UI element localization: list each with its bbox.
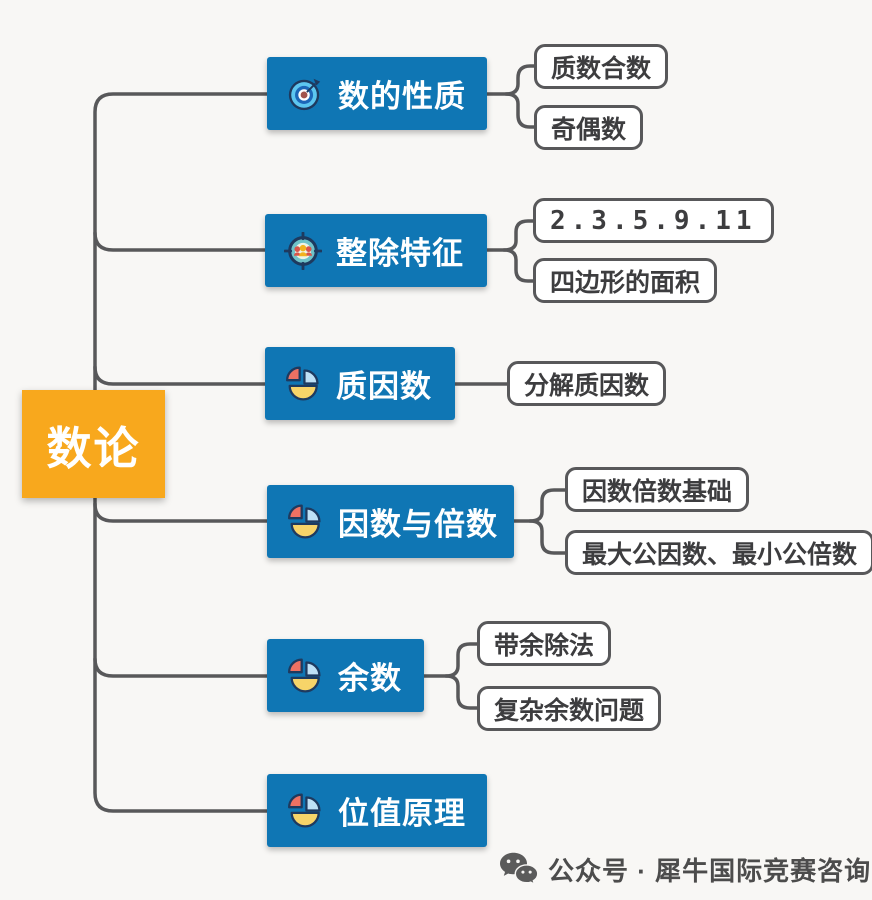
watermark-label: 公众号 · 犀牛国际竞赛咨询 (548, 855, 872, 886)
leaf-node-gcf-lcm[interactable]: 最大公因数、最小公倍数 (565, 530, 872, 575)
leaf-node-odd-even[interactable]: 奇偶数 (534, 105, 644, 150)
leaf-label: 最大公因数、最小公倍数 (582, 540, 858, 569)
branch-label: 整除特征 (336, 236, 464, 271)
child-link-1b (504, 92, 536, 129)
child-link-5a (422, 642, 479, 678)
pie-chart-icon (287, 793, 321, 828)
leaf-node-quadrilateral-area[interactable]: 四边形的面积 (533, 258, 718, 303)
leaf-label: 复杂余数问题 (494, 696, 645, 725)
leaf-label: 带余除法 (494, 631, 595, 660)
leaf-label: 奇偶数 (551, 115, 627, 144)
root-label: 数论 (46, 422, 141, 474)
branch-node-divisibility-rules[interactable]: 整除特征 (265, 214, 487, 287)
branch-node-remainders[interactable]: 余数 (267, 639, 424, 712)
leaf-label: 分解质因数 (524, 371, 650, 400)
branch-label: 质因数 (336, 369, 432, 404)
branch-line-3 (93, 365, 267, 386)
child-link-4b (528, 519, 567, 555)
pie-chart-icon (285, 366, 319, 401)
leaf-node-complex-remainder-problems[interactable]: 复杂余数问题 (477, 686, 662, 731)
leaf-label: 四边形的面积 (550, 268, 701, 297)
target-people-icon (284, 231, 322, 270)
branch-node-place-value[interactable]: 位值原理 (267, 774, 487, 847)
child-link-2a (485, 219, 535, 252)
branch-label: 数的性质 (338, 79, 466, 114)
branch-line-5 (93, 657, 269, 678)
branch-label: 位值原理 (338, 796, 466, 831)
wechat-icon (500, 852, 538, 886)
leaf-label: 质数合数 (551, 54, 652, 83)
child-link-1a (485, 64, 536, 96)
child-link-4a (512, 488, 567, 523)
branch-node-factors-multiples[interactable]: 因数与倍数 (267, 485, 514, 558)
leaf-node-divisibility-numbers[interactable]: 2.3.5.9.11 (533, 198, 774, 243)
leaf-node-prime-composite[interactable]: 质数合数 (534, 44, 669, 89)
branch-node-number-properties[interactable]: 数的性质 (267, 57, 487, 130)
child-link-5b (444, 674, 479, 710)
pie-chart-icon (287, 504, 321, 539)
pie-chart-icon (287, 658, 321, 693)
leaf-label: 因数倍数基础 (582, 477, 733, 506)
leaf-node-prime-factorization[interactable]: 分解质因数 (507, 361, 667, 406)
branch-label: 因数与倍数 (338, 507, 498, 542)
watermark: 公众号 · 犀牛国际竞赛咨询 (498, 848, 871, 890)
dartboard-icon (288, 78, 321, 110)
leaf-node-division-with-remainder[interactable]: 带余除法 (477, 621, 612, 666)
branch-label: 余数 (338, 661, 402, 696)
leaf-label: 2.3.5.9.11 (550, 205, 757, 236)
child-link-2b (502, 248, 535, 283)
branch-line-2 (93, 231, 267, 252)
branch-line-4 (93, 502, 269, 523)
root-node-number-theory[interactable]: 数论 (22, 390, 165, 498)
leaf-node-factor-multiple-basics[interactable]: 因数倍数基础 (565, 467, 750, 512)
branch-node-prime-factors[interactable]: 质因数 (265, 347, 455, 420)
